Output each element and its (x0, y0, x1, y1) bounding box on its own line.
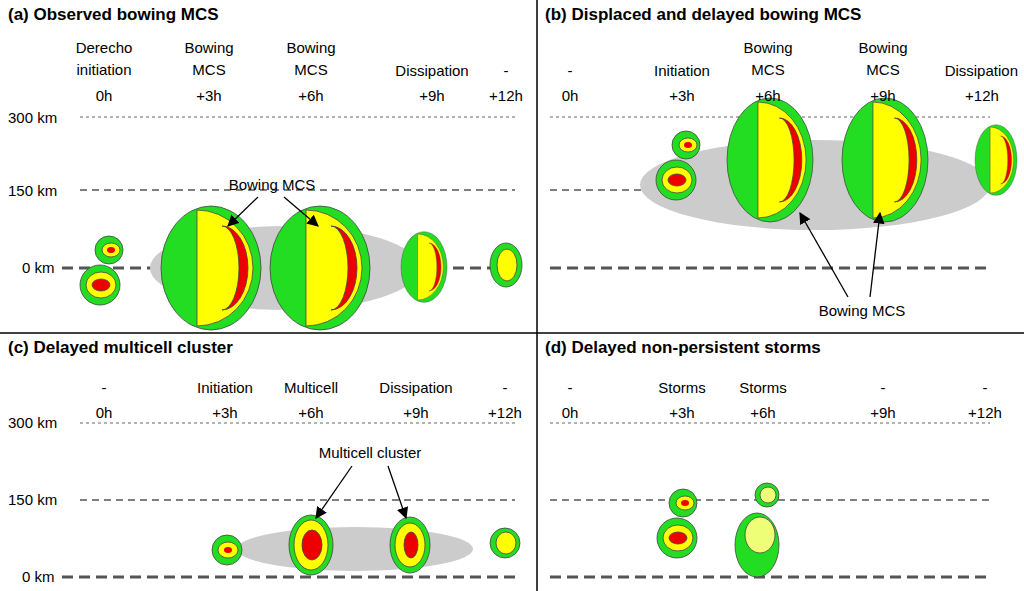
stage-label: - (503, 377, 508, 399)
stage-label: - (568, 60, 573, 82)
stage-label: Bowing MCS (174, 37, 244, 81)
panel-title: (b) Displaced and delayed bowing MCS (545, 5, 861, 25)
panel: (d) Delayed non-persistent storms (537, 333, 1024, 591)
stage-label: Multicell (284, 377, 338, 399)
panel-divider (0, 332, 1024, 334)
time-label: +3h (196, 85, 221, 107)
time-label: +3h (212, 402, 237, 424)
time-label: +12h (488, 402, 522, 424)
time-label: +9h (403, 402, 428, 424)
storm-track-b (640, 98, 1017, 297)
panel: (c) Delayed multicell cluster (0, 333, 537, 591)
stage-label: - (504, 60, 509, 82)
time-label: +12h (968, 402, 1002, 424)
callout-label: Bowing MCS (229, 174, 316, 196)
stage-label: - (881, 377, 886, 399)
distance-label: 0 km (22, 566, 55, 588)
panel-title: (c) Delayed multicell cluster (8, 338, 233, 358)
stage-label: - (102, 377, 107, 399)
storm-track-d (657, 483, 779, 577)
distance-label: 0 km (22, 257, 55, 279)
stage-label: Storms (739, 377, 787, 399)
callout-label: Bowing MCS (819, 300, 906, 322)
stage-label: Dissipation (395, 60, 468, 82)
panel-title: (a) Observed bowing MCS (8, 5, 219, 25)
stage-label: Bowing MCS (276, 37, 346, 81)
time-label: 0h (96, 402, 113, 424)
callout-label: Multicell cluster (319, 442, 422, 464)
time-label: +3h (669, 402, 694, 424)
panel-divider (536, 0, 538, 591)
time-label: +6h (298, 402, 323, 424)
stage-label: Dissipation (379, 377, 452, 399)
time-label: +6h (298, 85, 323, 107)
time-label: +3h (669, 85, 694, 107)
panel-title: (d) Delayed non-persistent storms (545, 338, 821, 358)
stage-label: Storms (658, 377, 706, 399)
time-label: +12h (489, 85, 523, 107)
stage-label: Derecho initiation (59, 37, 149, 81)
stage-label: Dissipation (945, 60, 1018, 82)
time-label: +9h (870, 85, 895, 107)
stage-label: Bowing MCS (733, 37, 803, 81)
storm-track-c (212, 466, 520, 575)
stage-label: - (568, 377, 573, 399)
distance-label: 150 km (8, 489, 57, 511)
stage-label: Bowing MCS (848, 37, 918, 81)
time-label: +12h (965, 85, 999, 107)
time-label: +9h (870, 402, 895, 424)
time-label: 0h (562, 85, 579, 107)
stage-label: Initiation (197, 377, 253, 399)
time-label: +6h (750, 402, 775, 424)
time-label: +9h (419, 85, 444, 107)
stage-label: Initiation (654, 60, 710, 82)
distance-label: 300 km (8, 412, 57, 434)
time-label: 0h (96, 85, 113, 107)
stage-label: - (983, 377, 988, 399)
time-label: +6h (755, 85, 780, 107)
distance-label: 300 km (8, 107, 57, 129)
time-label: 0h (562, 402, 579, 424)
distance-label: 150 km (8, 180, 57, 202)
storm-track-a (80, 197, 522, 330)
